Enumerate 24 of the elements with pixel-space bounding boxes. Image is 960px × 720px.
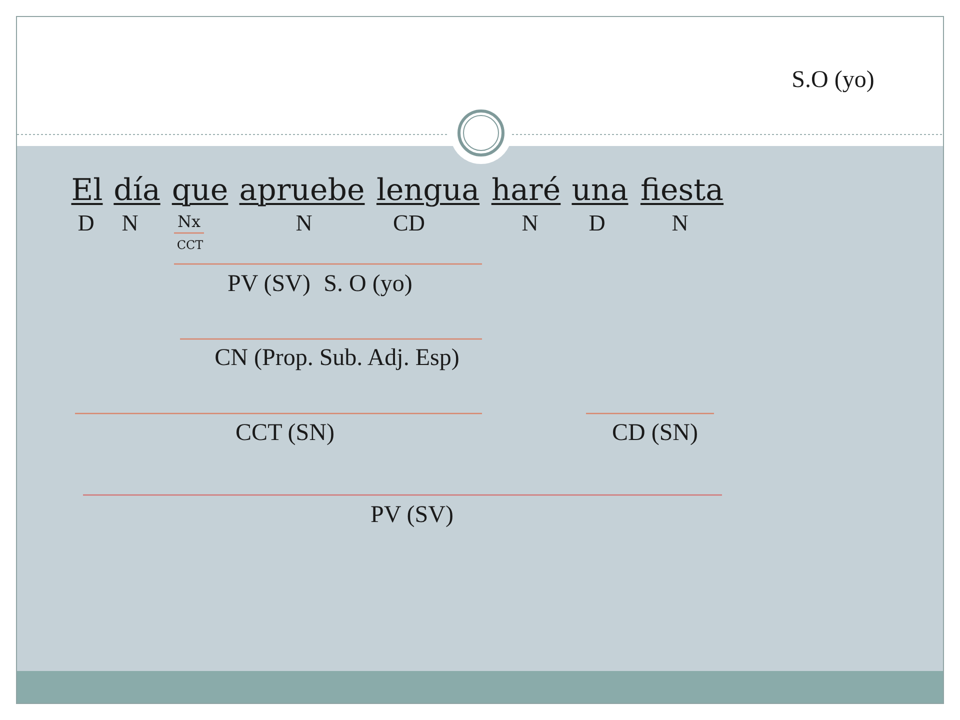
grammar-tag: CCT: [176, 239, 204, 251]
sentence-word: día: [114, 176, 160, 206]
grammar-tag: N: [122, 212, 138, 234]
phrase-label: PV (SV): [370, 503, 454, 527]
grammar-tag: N: [296, 212, 312, 234]
grammar-tag: Nx: [177, 214, 201, 230]
sentence-word: El: [71, 176, 103, 206]
phrase-label: CCT (SN): [236, 421, 334, 445]
phrase-label: PV (SV): [228, 272, 310, 296]
sentence-word: fiesta: [640, 176, 724, 206]
grammar-tag: D: [78, 212, 94, 234]
sentence-word: apruebe: [239, 176, 365, 206]
phrase-label: CN (Prop. Sub. Adj. Esp): [214, 346, 460, 370]
grammar-tag: D: [588, 212, 606, 234]
phrase-label: CD (SN): [612, 421, 698, 445]
sentence-word: que: [172, 176, 228, 206]
grammar-tag: N: [672, 212, 688, 234]
grammar-tag: CD: [393, 212, 425, 234]
grammar-tag: N: [522, 212, 538, 234]
subject-note: S.O (yo): [792, 68, 874, 92]
phrase-label: S. O (yo): [324, 272, 412, 296]
sentence-word: haré: [491, 176, 561, 206]
sentence-word: lengua: [376, 176, 480, 206]
sentence-word: una: [572, 176, 628, 206]
